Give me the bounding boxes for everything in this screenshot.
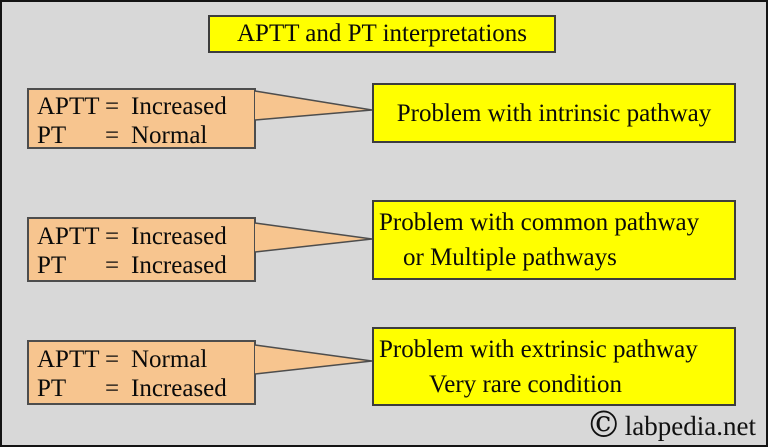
test-name: PT (37, 375, 67, 402)
result-box-2: Problem with common pathway or Multiple … (372, 200, 736, 280)
test-result: Increased (131, 375, 227, 402)
test-name: APTT (37, 346, 100, 373)
diagram-title-box: APTT and PT interpretations (208, 15, 556, 53)
callout-pointer-icon (254, 222, 373, 253)
equals-sign: = (105, 346, 120, 373)
equals-sign: = (105, 252, 120, 279)
equals-sign: = (105, 223, 120, 250)
condition-line: APTT= Normal (37, 345, 254, 374)
condition-box-1: APTT= Increased PT = Normal (27, 88, 256, 149)
test-result: Normal (131, 122, 208, 149)
condition-box-2: APTT= Increased PT = Increased (27, 217, 256, 282)
condition-line: APTT= Increased (37, 92, 254, 121)
watermark: © labpedia.net (586, 408, 756, 444)
test-name: PT (37, 252, 67, 279)
test-name: APTT (37, 223, 100, 250)
condition-line: PT = Normal (37, 121, 254, 150)
test-result: Increased (131, 252, 227, 279)
diagram-title: APTT and PT interpretations (236, 20, 527, 47)
test-result: Increased (131, 93, 227, 120)
result-text: Very rare condition (429, 371, 622, 398)
result-box-3: Problem with extrinsic pathway Very rare… (372, 327, 736, 406)
equals-sign: = (105, 375, 120, 402)
test-name: APTT (37, 93, 100, 120)
test-name: PT (37, 122, 67, 149)
condition-line: PT = Increased (37, 251, 254, 280)
result-text: Problem with intrinsic pathway (396, 99, 712, 127)
result-box-1: Problem with intrinsic pathway (372, 83, 736, 143)
condition-box-3: APTT= Normal PT = Increased (27, 340, 256, 405)
test-result: Increased (131, 223, 227, 250)
result-text: Problem with common pathway (379, 209, 700, 236)
condition-line: PT = Increased (37, 374, 254, 403)
equals-sign: = (105, 122, 120, 149)
callout-pointer-icon (254, 90, 373, 121)
test-result: Normal (131, 346, 208, 373)
watermark-text: labpedia.net (624, 410, 756, 441)
copyright-icon: © (585, 405, 622, 446)
result-text: or Multiple pathways (403, 244, 617, 271)
equals-sign: = (105, 93, 120, 120)
callout-pointer-icon (254, 344, 373, 375)
result-text: Problem with extrinsic pathway (379, 336, 698, 363)
condition-line: APTT= Increased (37, 222, 254, 251)
